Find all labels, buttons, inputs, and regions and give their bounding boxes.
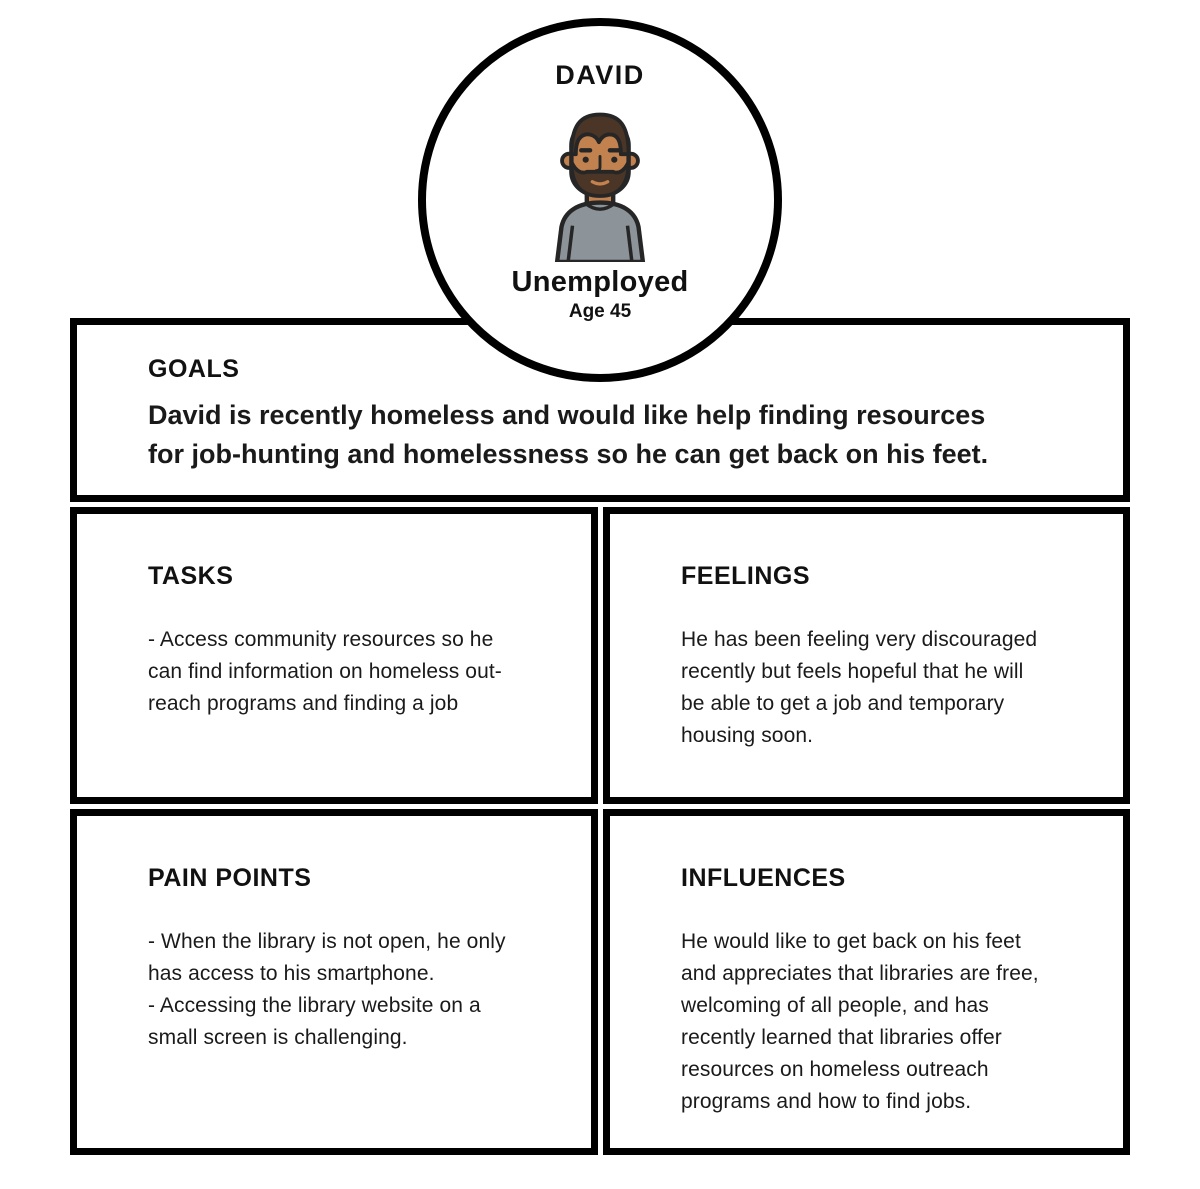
tasks-body: - Access community resources so he can f… [148,628,502,715]
feelings-section: FEELINGS He has been feeling very discou… [603,507,1130,804]
persona-header-circle: DAVID [418,18,782,382]
tasks-heading: TASKS [148,562,234,590]
influences-heading: INFLUENCES [681,864,846,892]
influences-section: INFLUENCES He would like to get back on … [603,809,1130,1155]
persona-name: DAVID [555,60,645,90]
influences-body: He would like to get back on his feet an… [681,930,1039,1113]
pain-points-heading: PAIN POINTS [148,864,312,892]
feelings-heading: FEELINGS [681,562,811,590]
man-avatar-icon [523,97,677,262]
persona-age: Age 45 [568,301,632,322]
goals-heading: GOALS [148,355,240,383]
pain-points-body: - When the library is not open, he only … [148,930,506,1049]
goals-body: David is recently homeless and would lik… [148,400,989,469]
tasks-section: TASKS - Access community resources so he… [70,507,598,804]
persona-occupation: Unemployed [511,266,689,298]
feelings-body: He has been feeling very discouraged rec… [681,628,1038,747]
pain-points-section: PAIN POINTS - When the library is not op… [70,809,598,1155]
